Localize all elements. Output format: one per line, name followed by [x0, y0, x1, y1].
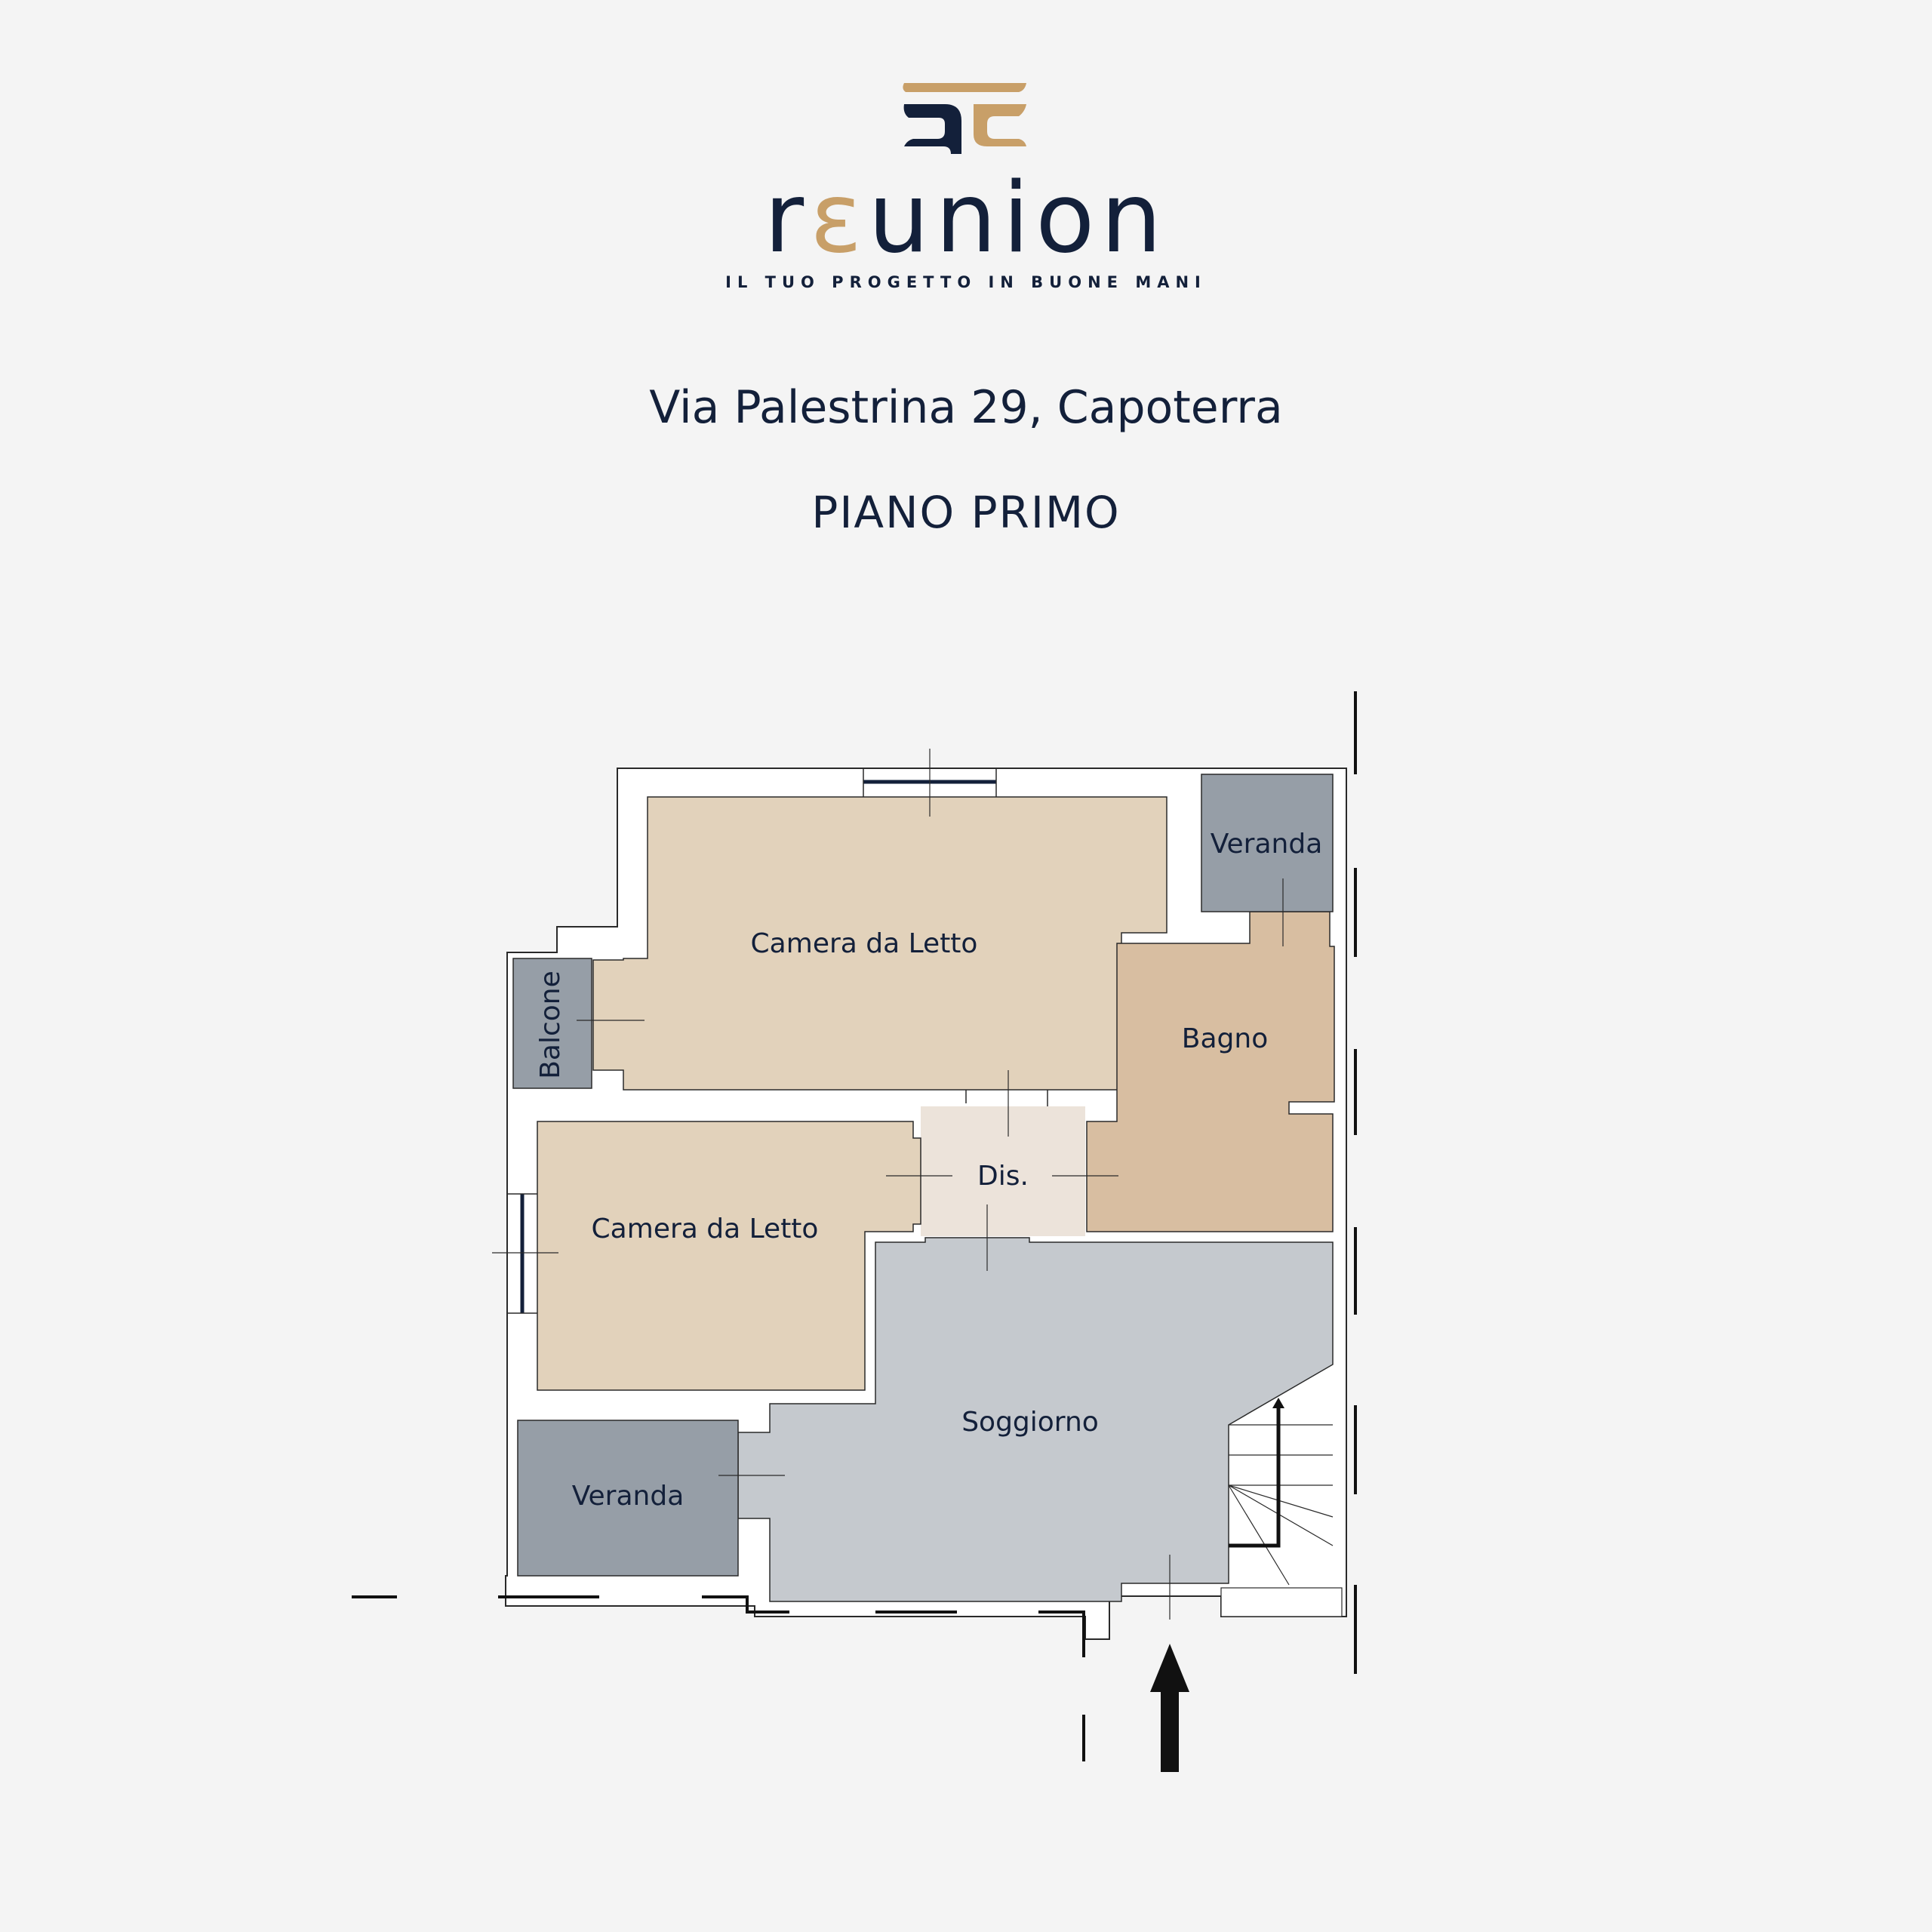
- up-arrow-icon: [1150, 1644, 1189, 1772]
- label-camera-bottom: Camera da Letto: [592, 1214, 819, 1244]
- room-disimpegno: [921, 1106, 1085, 1236]
- label-disimpegno: Dis.: [977, 1161, 1029, 1192]
- room-veranda-top: [1201, 774, 1334, 912]
- brand-tagline: IL TUO PROGETTO IN BUONE MANI: [725, 273, 1207, 291]
- window-top: [863, 749, 997, 817]
- label-camera-top: Camera da Letto: [751, 928, 978, 959]
- header: rεunion IL TUO PROGETTO IN BUONE MANI Vi…: [0, 0, 1932, 574]
- room-camera-bottom: [537, 1121, 921, 1391]
- reunion-logo-icon: [903, 83, 1026, 154]
- stair-arrow-icon: [1229, 1398, 1284, 1548]
- floor-label: PIANO PRIMO: [811, 487, 1121, 538]
- brand-name: rεunion: [764, 162, 1168, 275]
- room-veranda-bottom: [517, 1420, 739, 1577]
- room-soggiorno: [737, 1237, 1334, 1602]
- label-veranda-bottom: Veranda: [572, 1481, 685, 1512]
- property-address: Via Palestrina 29, Capoterra: [649, 381, 1283, 434]
- room-camera-top: [592, 796, 1168, 1106]
- property-boundary: [352, 691, 1357, 1761]
- room-balcone: [512, 958, 592, 1089]
- label-veranda-top: Veranda: [1211, 829, 1323, 860]
- room-bagno: [1086, 911, 1335, 1232]
- label-soggiorno: Soggiorno: [961, 1407, 1099, 1438]
- label-balcone: Balcone: [535, 971, 566, 1079]
- staircase: [1220, 1424, 1343, 1617]
- door-markers: [577, 878, 1284, 1620]
- label-bagno: Bagno: [1182, 1023, 1268, 1054]
- window-left: [492, 1193, 558, 1314]
